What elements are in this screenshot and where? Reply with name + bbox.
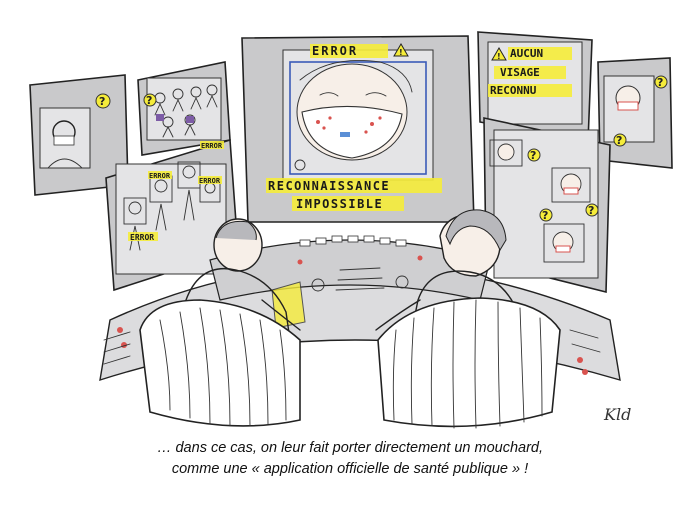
chair-right [377, 297, 561, 429]
monitor-right-middle: ? ? ? [483, 117, 611, 294]
main-status-line-2: IMPOSSIBLE [296, 197, 383, 211]
question-mark-4: ? [616, 134, 622, 147]
caption-line-2: comme une « application officielle de sa… [171, 461, 529, 477]
monitor-top-right: ! AUCUN VISAGE RECONNU [477, 31, 593, 143]
question-mark-6: ? [542, 209, 548, 222]
monitor-far-right: ? ? [597, 57, 673, 169]
top-right-line-2: VISAGE [500, 66, 540, 79]
svg-text:!: ! [399, 48, 403, 57]
cartoon-illustration: ? ? [29, 31, 673, 429]
svg-text:!: ! [497, 52, 501, 61]
question-mark-5: ? [530, 149, 536, 162]
monitor-main: ERROR ! RECONNAISSANCE IMPOSSIBLE [241, 35, 475, 223]
top-right-line-1: AUCUN [510, 47, 543, 60]
question-mark-2: ? [146, 94, 152, 107]
question-mark-3: ? [657, 76, 663, 89]
question-mark-7: ? [588, 204, 594, 217]
monitor-left-lower: ERROR ERROR ERROR ERROR [105, 138, 239, 292]
monitor-left-top: ? [29, 74, 129, 196]
main-error-label: ERROR [312, 44, 358, 58]
error-tag-2: ERROR [201, 142, 223, 150]
operator-right [375, 209, 525, 341]
error-tag-4: ERROR [130, 233, 154, 242]
top-right-line-3: RECONNU [490, 84, 537, 97]
main-status-line-1: RECONNAISSANCE [268, 179, 390, 193]
error-tag-1: ERROR [149, 172, 171, 180]
artist-signature: Kld [603, 405, 631, 424]
caption-line-1: … dans ce cas, on leur fait porter direc… [156, 440, 544, 456]
caption: … dans ce cas, on leur fait porter direc… [0, 438, 700, 480]
error-tag-3: ERROR [199, 177, 221, 185]
question-mark-1: ? [99, 95, 105, 108]
chair-left [139, 299, 301, 427]
operator-left [179, 218, 301, 341]
